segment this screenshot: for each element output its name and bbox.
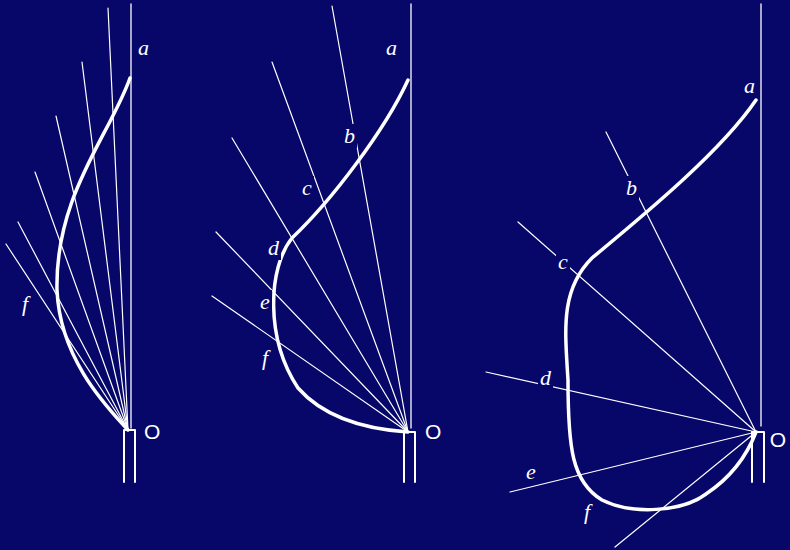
point-letter: a xyxy=(742,74,757,98)
point-letter: d xyxy=(266,236,281,260)
point-letter: f xyxy=(582,500,592,524)
point-letter: e xyxy=(524,460,538,484)
point-letter: c xyxy=(556,250,570,274)
origin-letter: O xyxy=(142,420,162,443)
point-letter: a xyxy=(384,36,399,60)
origin-letter: O xyxy=(768,428,788,451)
point-letter: e xyxy=(258,290,272,314)
point-letter: b xyxy=(342,124,357,148)
point-letter: f xyxy=(20,292,30,316)
point-letter: a xyxy=(136,36,151,60)
origin-letter: O xyxy=(423,420,443,443)
point-letter: f xyxy=(260,346,270,370)
point-letter: c xyxy=(300,176,314,200)
point-letter: d xyxy=(538,366,553,390)
point-letter: b xyxy=(624,176,639,200)
